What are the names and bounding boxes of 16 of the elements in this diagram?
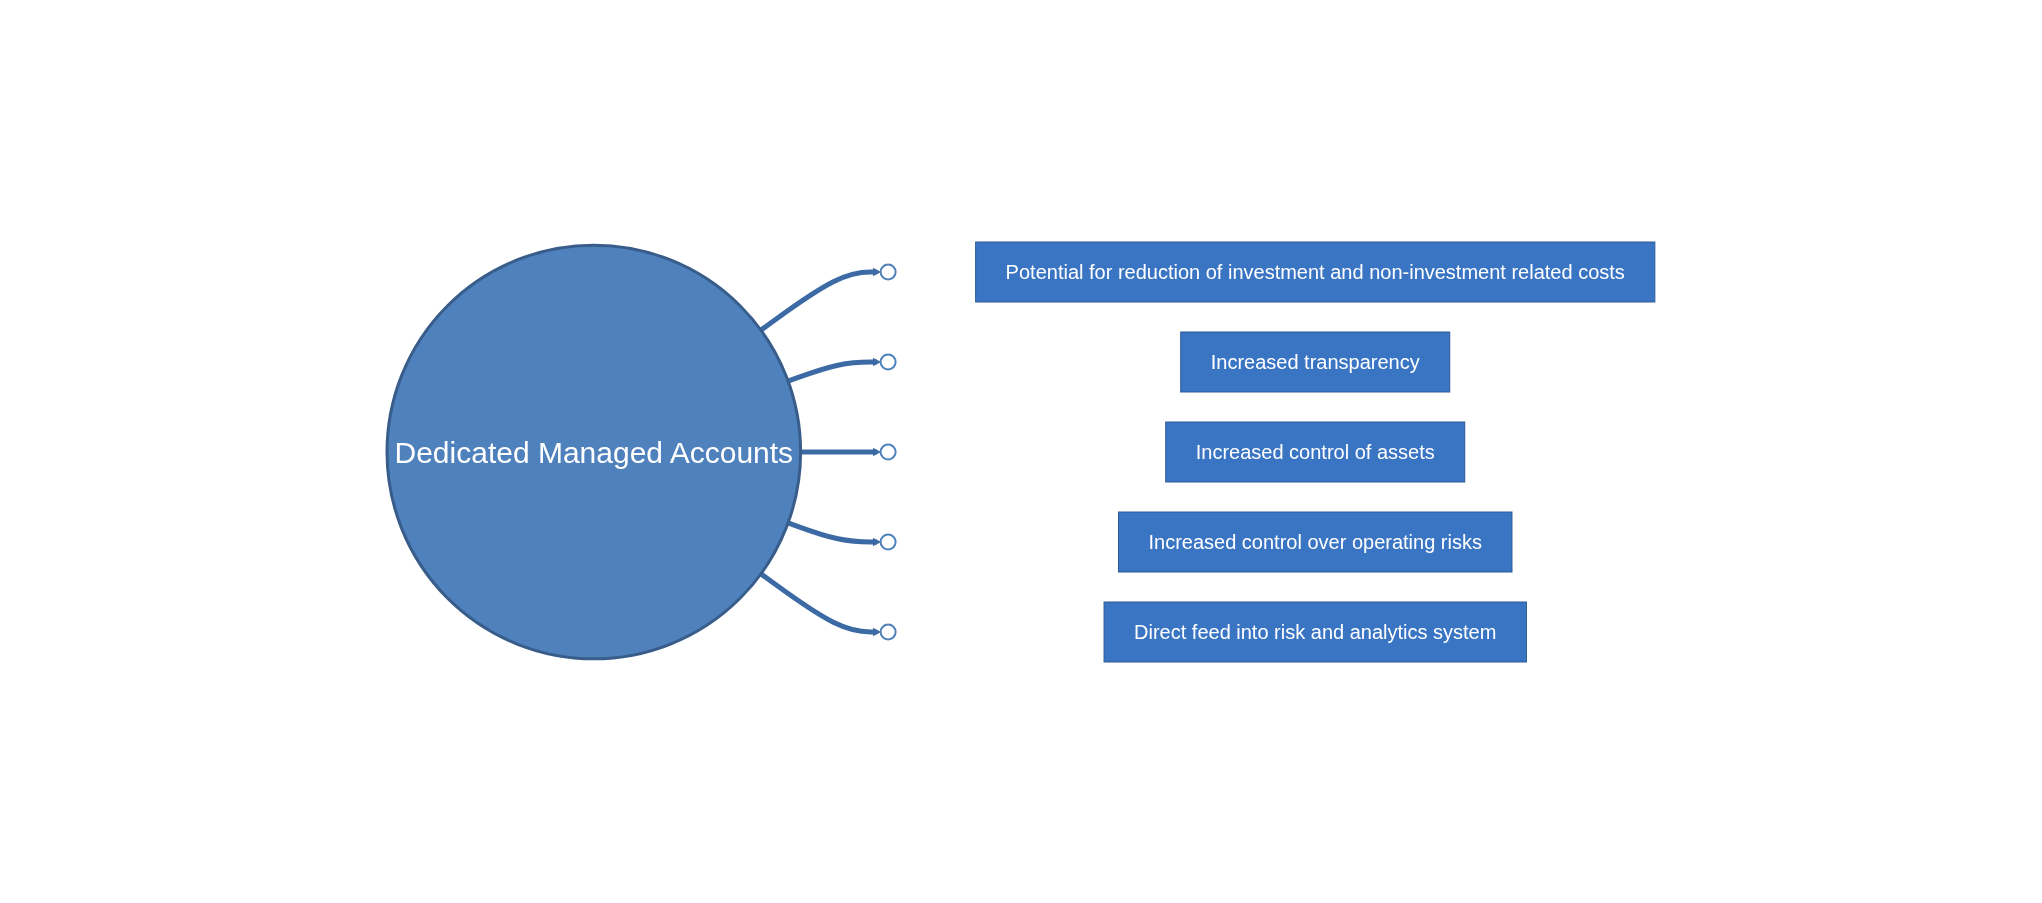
arrow (787, 520, 882, 546)
node-box: Increased control of assets (1165, 421, 1466, 482)
node-circle: Dedicated Managed Accounts (385, 243, 803, 660)
node-box: Direct feed into risk and analytics system (1103, 601, 1527, 662)
node-circle (879, 623, 897, 640)
node-circle (879, 533, 897, 550)
arrow (800, 447, 882, 456)
node-circle (879, 263, 897, 280)
node-circle (879, 443, 897, 460)
arrow (759, 267, 882, 332)
node-box: Potential for reduction of investment and non-investment related costs (975, 241, 1656, 302)
node-circle (879, 353, 897, 370)
node-box: Increased control over operating risks (1118, 511, 1513, 572)
arrow (759, 571, 882, 636)
node-box: Increased transparency (1180, 331, 1451, 392)
arrow (787, 357, 882, 383)
